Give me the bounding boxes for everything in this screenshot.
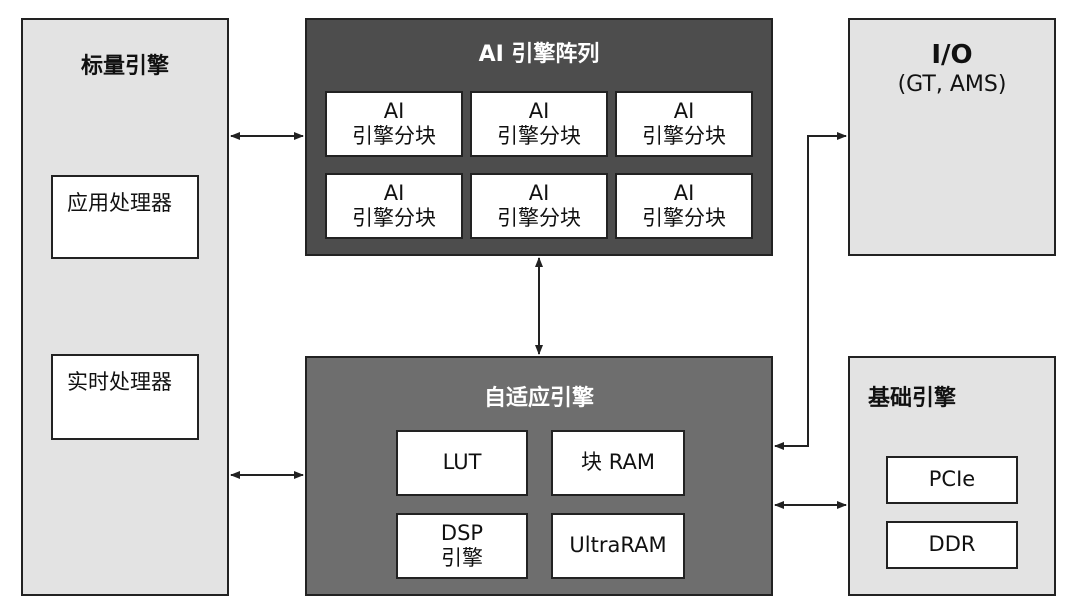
base-engine-title: 基础引擎	[868, 386, 957, 411]
lut-box: LUT	[396, 430, 528, 496]
io-subtitle: (GT, AMS)	[897, 72, 1007, 97]
application-processor-box: 应用处理器	[51, 175, 199, 259]
block-ram-box: 块 RAM	[551, 430, 685, 496]
io-title: I/O	[931, 40, 973, 70]
ai-engine-array-title: AI 引擎阵列	[478, 42, 600, 67]
ai-engine-tile: AI 引擎分块	[325, 91, 463, 157]
scalar-engine-block: 标量引擎 应用处理器 实时处理器	[21, 18, 229, 596]
scalar-engine-title: 标量引擎	[80, 54, 169, 79]
ai-engine-array-block: AI 引擎阵列 AI 引擎分块 AI 引擎分块 AI 引擎分块 AI 引擎分块 …	[305, 18, 773, 256]
base-engine-block: 基础引擎 PCIe DDR	[848, 356, 1056, 596]
pcie-box: PCIe	[886, 456, 1018, 504]
ai-engine-tile: AI 引擎分块	[615, 91, 753, 157]
ai-engine-tile: AI 引擎分块	[325, 173, 463, 239]
ai-engine-tile: AI 引擎分块	[470, 173, 608, 239]
ultraram-box: UltraRAM	[551, 513, 685, 579]
ai-engine-tile: AI 引擎分块	[470, 91, 608, 157]
dsp-engine-box: DSP 引擎	[396, 513, 528, 579]
adaptive-engine-title: 自适应引擎	[483, 386, 594, 411]
adaptive-engine-block: 自适应引擎 LUT 块 RAM DSP 引擎 UltraRAM	[305, 356, 773, 596]
ddr-box: DDR	[886, 521, 1018, 569]
io-block: I/O (GT, AMS)	[848, 18, 1056, 256]
arrow-adaptive-io	[774, 132, 847, 450]
realtime-processor-box: 实时处理器	[51, 354, 199, 440]
ai-engine-tile: AI 引擎分块	[615, 173, 753, 239]
